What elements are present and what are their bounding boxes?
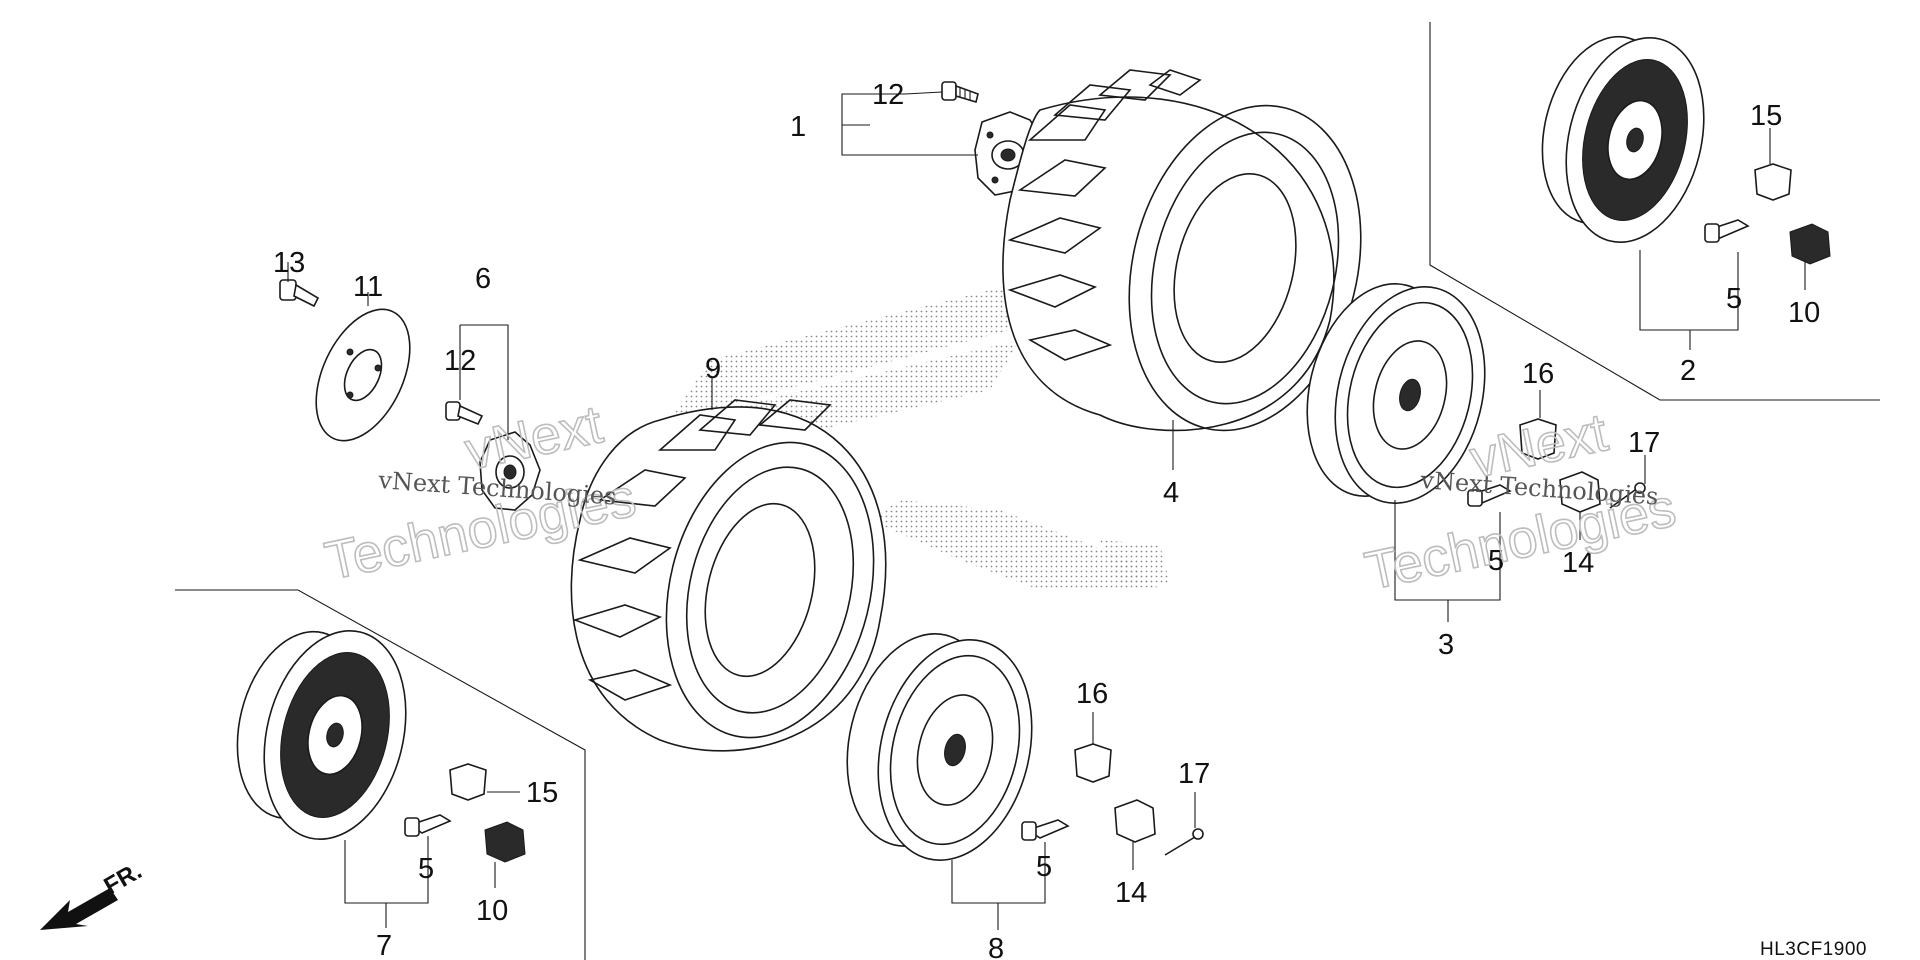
callout-15: 15 xyxy=(526,777,558,809)
callout-14: 14 xyxy=(1115,877,1147,909)
watermark-left-vnext: vNext xyxy=(460,394,608,481)
callout-1: 1 xyxy=(790,111,806,143)
callout-17: 17 xyxy=(1628,427,1660,459)
tire-9 xyxy=(570,399,887,752)
valve-5-right xyxy=(1467,484,1512,507)
callout-16: 16 xyxy=(1522,358,1554,390)
nut-14-bottom xyxy=(1114,799,1156,843)
hub-6 xyxy=(479,431,541,511)
callout-4: 4 xyxy=(1163,477,1179,509)
valve-5-topright xyxy=(1704,219,1750,243)
callout-10: 10 xyxy=(1788,297,1820,329)
callout-9: 9 xyxy=(705,353,721,385)
callout-5: 5 xyxy=(1488,545,1504,577)
tire-4 xyxy=(1002,69,1362,432)
cap-15-bottomleft xyxy=(449,763,487,801)
callout-5: 5 xyxy=(1726,283,1742,315)
callout-15: 15 xyxy=(1750,100,1782,132)
pin-17-bottom xyxy=(1164,828,1204,856)
callout-11: 11 xyxy=(353,271,383,303)
bolt-13 xyxy=(279,279,320,308)
wheel-7 xyxy=(236,630,407,840)
valve-5-bottomleft xyxy=(404,814,452,837)
nut-14-right xyxy=(1559,471,1601,513)
part-code: HL3CF1900 xyxy=(1760,939,1867,960)
wheel-8 xyxy=(846,633,1033,861)
cap-16-bottom xyxy=(1074,743,1112,783)
valve-5-bottom xyxy=(1021,819,1070,841)
direction-arrow-icon: FR. xyxy=(40,857,146,930)
leader-lines xyxy=(287,91,1806,930)
callout-12: 12 xyxy=(872,79,904,111)
callout-14: 14 xyxy=(1562,547,1594,579)
callout-2: 2 xyxy=(1680,355,1696,387)
callout-5: 5 xyxy=(418,853,434,885)
callout-13: 13 xyxy=(273,247,305,279)
callout-10: 10 xyxy=(476,895,508,927)
callout-16: 16 xyxy=(1076,678,1108,710)
callout-6: 6 xyxy=(475,263,491,295)
wheel-3 xyxy=(1306,283,1486,504)
bolt-12-top xyxy=(941,81,979,104)
callout-12: 12 xyxy=(444,345,476,377)
cap-16-right xyxy=(1519,418,1557,460)
callout-5: 5 xyxy=(1036,851,1052,883)
wheel-2 xyxy=(1541,35,1705,243)
callout-7: 7 xyxy=(376,930,392,960)
nut-10-topright xyxy=(1789,223,1831,265)
bolt-12-left xyxy=(445,401,484,426)
callout-17: 17 xyxy=(1178,758,1210,790)
cap-15-topright xyxy=(1754,163,1792,201)
disc-11 xyxy=(315,308,411,442)
region-borders xyxy=(175,22,1880,960)
nut-10-bottomleft xyxy=(484,821,526,863)
callout-8: 8 xyxy=(988,933,1004,960)
callout-3: 3 xyxy=(1438,629,1454,661)
pin-17-right xyxy=(1609,482,1646,509)
callouts: 1 12 13 11 6 12 9 4 15 5 10 2 16 17 5 14… xyxy=(273,79,1820,960)
